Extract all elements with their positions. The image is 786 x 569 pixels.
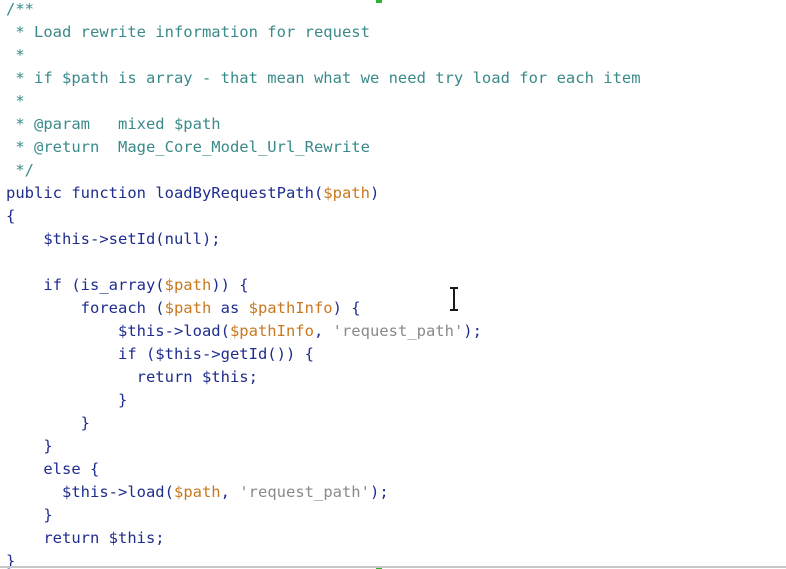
- code-token: $this->load(: [6, 483, 174, 501]
- code-line[interactable]: if (is_array($path)) {: [6, 274, 641, 297]
- code-line[interactable]: return $this;: [6, 527, 641, 550]
- code-line[interactable]: $this->load($pathInfo, 'request_path');: [6, 320, 641, 343]
- code-line[interactable]: $this->setId(null);: [6, 228, 641, 251]
- code-line[interactable]: }: [6, 412, 641, 435]
- code-line[interactable]: *: [6, 90, 641, 113]
- code-token: );: [369, 483, 389, 501]
- change-marker-icon: [376, 0, 382, 3]
- code-token: $path: [173, 483, 221, 501]
- code-token: $pathInfo: [229, 322, 314, 340]
- code-token: $this->setId(null);: [6, 230, 221, 248]
- code-token: $path: [164, 299, 212, 317]
- code-token: 'request_path': [332, 322, 464, 340]
- code-token: * @param mixed $path: [6, 115, 221, 133]
- code-token: loadByRequestPath(: [155, 184, 324, 202]
- code-token: )) {: [211, 276, 249, 294]
- code-token: /**: [6, 0, 34, 18]
- code-token: }: [6, 391, 128, 409]
- code-line[interactable]: $this->load($path, 'request_path');: [6, 481, 641, 504]
- code-line[interactable]: *: [6, 44, 641, 67]
- code-token: $path: [164, 276, 212, 294]
- code-token: * Load rewrite information for request: [6, 23, 370, 41]
- code-token: as: [211, 299, 249, 317]
- code-token: public function: [6, 184, 156, 202]
- code-text[interactable]: /** * Load rewrite information for reque…: [6, 0, 641, 569]
- code-line[interactable]: }: [6, 550, 641, 569]
- code-line[interactable]: * if $path is array - that mean what we …: [6, 67, 641, 90]
- code-token: *: [6, 46, 25, 64]
- code-token: * @return Mage_Core_Model_Url_Rewrite: [6, 138, 370, 156]
- code-line[interactable]: if ($this->getId()) {: [6, 343, 641, 366]
- code-line[interactable]: */: [6, 159, 641, 182]
- code-token: {: [6, 207, 16, 225]
- code-token: ) {: [332, 299, 361, 317]
- code-line[interactable]: * Load rewrite information for request: [6, 21, 641, 44]
- code-token: else {: [6, 460, 100, 478]
- code-token: */: [6, 161, 34, 179]
- code-token: foreach (: [6, 299, 165, 317]
- code-token: $pathInfo: [248, 299, 333, 317]
- code-line[interactable]: public function loadByRequestPath($path): [6, 182, 641, 205]
- code-token: ): [369, 184, 380, 202]
- code-token: return $this;: [6, 529, 165, 547]
- code-token: if ($this->getId()) {: [6, 345, 314, 363]
- code-token: if (is_array(: [6, 276, 165, 294]
- code-line[interactable]: }: [6, 435, 641, 458]
- code-token: }: [6, 506, 53, 524]
- code-line[interactable]: * @return Mage_Core_Model_Url_Rewrite: [6, 136, 641, 159]
- code-token: return $this;: [6, 368, 258, 386]
- code-line[interactable]: }: [6, 389, 641, 412]
- code-token: 'request_path': [239, 483, 370, 501]
- code-line[interactable]: return $this;: [6, 366, 641, 389]
- code-line[interactable]: /**: [6, 0, 641, 21]
- code-token: }: [6, 414, 90, 432]
- code-line[interactable]: * @param mixed $path: [6, 113, 641, 136]
- code-token: );: [463, 322, 482, 340]
- code-line[interactable]: {: [6, 205, 641, 228]
- code-token: $path: [323, 184, 370, 202]
- code-line[interactable]: }: [6, 504, 641, 527]
- code-token: ,: [313, 322, 333, 340]
- code-token: $this->load(: [6, 322, 230, 340]
- code-line[interactable]: [6, 251, 641, 274]
- code-token: ,: [220, 483, 240, 501]
- code-line[interactable]: foreach ($path as $pathInfo) {: [6, 297, 641, 320]
- code-token: * if $path is array - that mean what we …: [6, 69, 641, 87]
- text-cursor-icon: [449, 287, 459, 311]
- code-token: *: [6, 92, 25, 110]
- code-token: }: [6, 437, 53, 455]
- code-line[interactable]: else {: [6, 458, 641, 481]
- editor-bottom-border: [0, 566, 786, 568]
- code-token: }: [6, 552, 16, 569]
